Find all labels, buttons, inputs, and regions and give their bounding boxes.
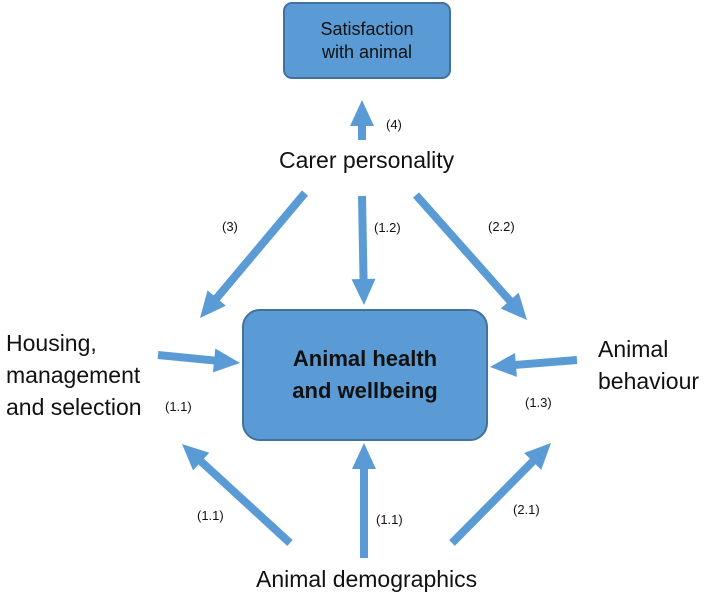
- satisfaction-line-1: Satisfaction: [320, 18, 414, 39]
- label-1-3: (1.3): [525, 395, 552, 410]
- satisfaction-box: Satisfaction with animal: [283, 2, 451, 79]
- arrow-carer-to-housing-shaft: [212, 190, 309, 303]
- arrow-demographics-to-behaviour-shaft: [449, 457, 537, 546]
- carer-personality-node: Carer personality: [279, 147, 455, 173]
- arrow-demographics-to-housing-shaft: [196, 457, 293, 546]
- arrow-behaviour-to-health-shaft: [513, 356, 578, 370]
- label-1-1-left: (1.1): [197, 508, 224, 523]
- health-wellbeing-box: Animal health and wellbeing: [242, 309, 488, 441]
- health-line-2: and wellbeing: [292, 378, 438, 403]
- arrow-carer-to-satisfaction-head: [350, 100, 374, 126]
- satisfaction-line-2: with animal: [321, 41, 413, 62]
- housing-line-3: and selection: [6, 394, 142, 420]
- health-line-1: Animal health: [292, 346, 438, 371]
- arrow-housing-to-health-head: [212, 348, 240, 373]
- arrow-demographics-to-health-head: [352, 443, 376, 469]
- label-1-1-center: (1.1): [376, 512, 403, 527]
- demographics-node: Animal demographics: [256, 566, 478, 592]
- arrow-carer-to-housing-head: [200, 290, 226, 318]
- arrow-carer-to-health-head: [351, 278, 376, 305]
- behaviour-line-2: behaviour: [598, 368, 700, 394]
- arrow-carer-to-health-shaft: [358, 195, 368, 282]
- label-1-2: (1.2): [374, 220, 401, 235]
- arrow-carer-to-behaviour-head: [500, 292, 527, 320]
- housing-node: Housing, management and selection: [6, 327, 142, 423]
- label-4: (4): [386, 117, 402, 132]
- label-1-1-housing: (1.1): [165, 399, 192, 414]
- label-2-2: (2.2): [488, 219, 515, 234]
- label-2-1: (2.1): [513, 502, 540, 517]
- arrow-housing-to-health-shaft: [157, 351, 217, 365]
- arrow-demographics-to-housing-head: [182, 444, 210, 471]
- label-3: (3): [222, 219, 238, 234]
- arrow-behaviour-to-health-head: [490, 352, 517, 377]
- housing-line-1: Housing,: [6, 330, 97, 356]
- behaviour-node: Animal behaviour: [598, 333, 699, 397]
- arrow-carer-to-behaviour-shaft: [413, 192, 515, 305]
- arrow-demographics-to-behaviour-head: [524, 443, 551, 470]
- behaviour-line-1: Animal: [598, 336, 669, 362]
- housing-line-2: management: [6, 362, 141, 388]
